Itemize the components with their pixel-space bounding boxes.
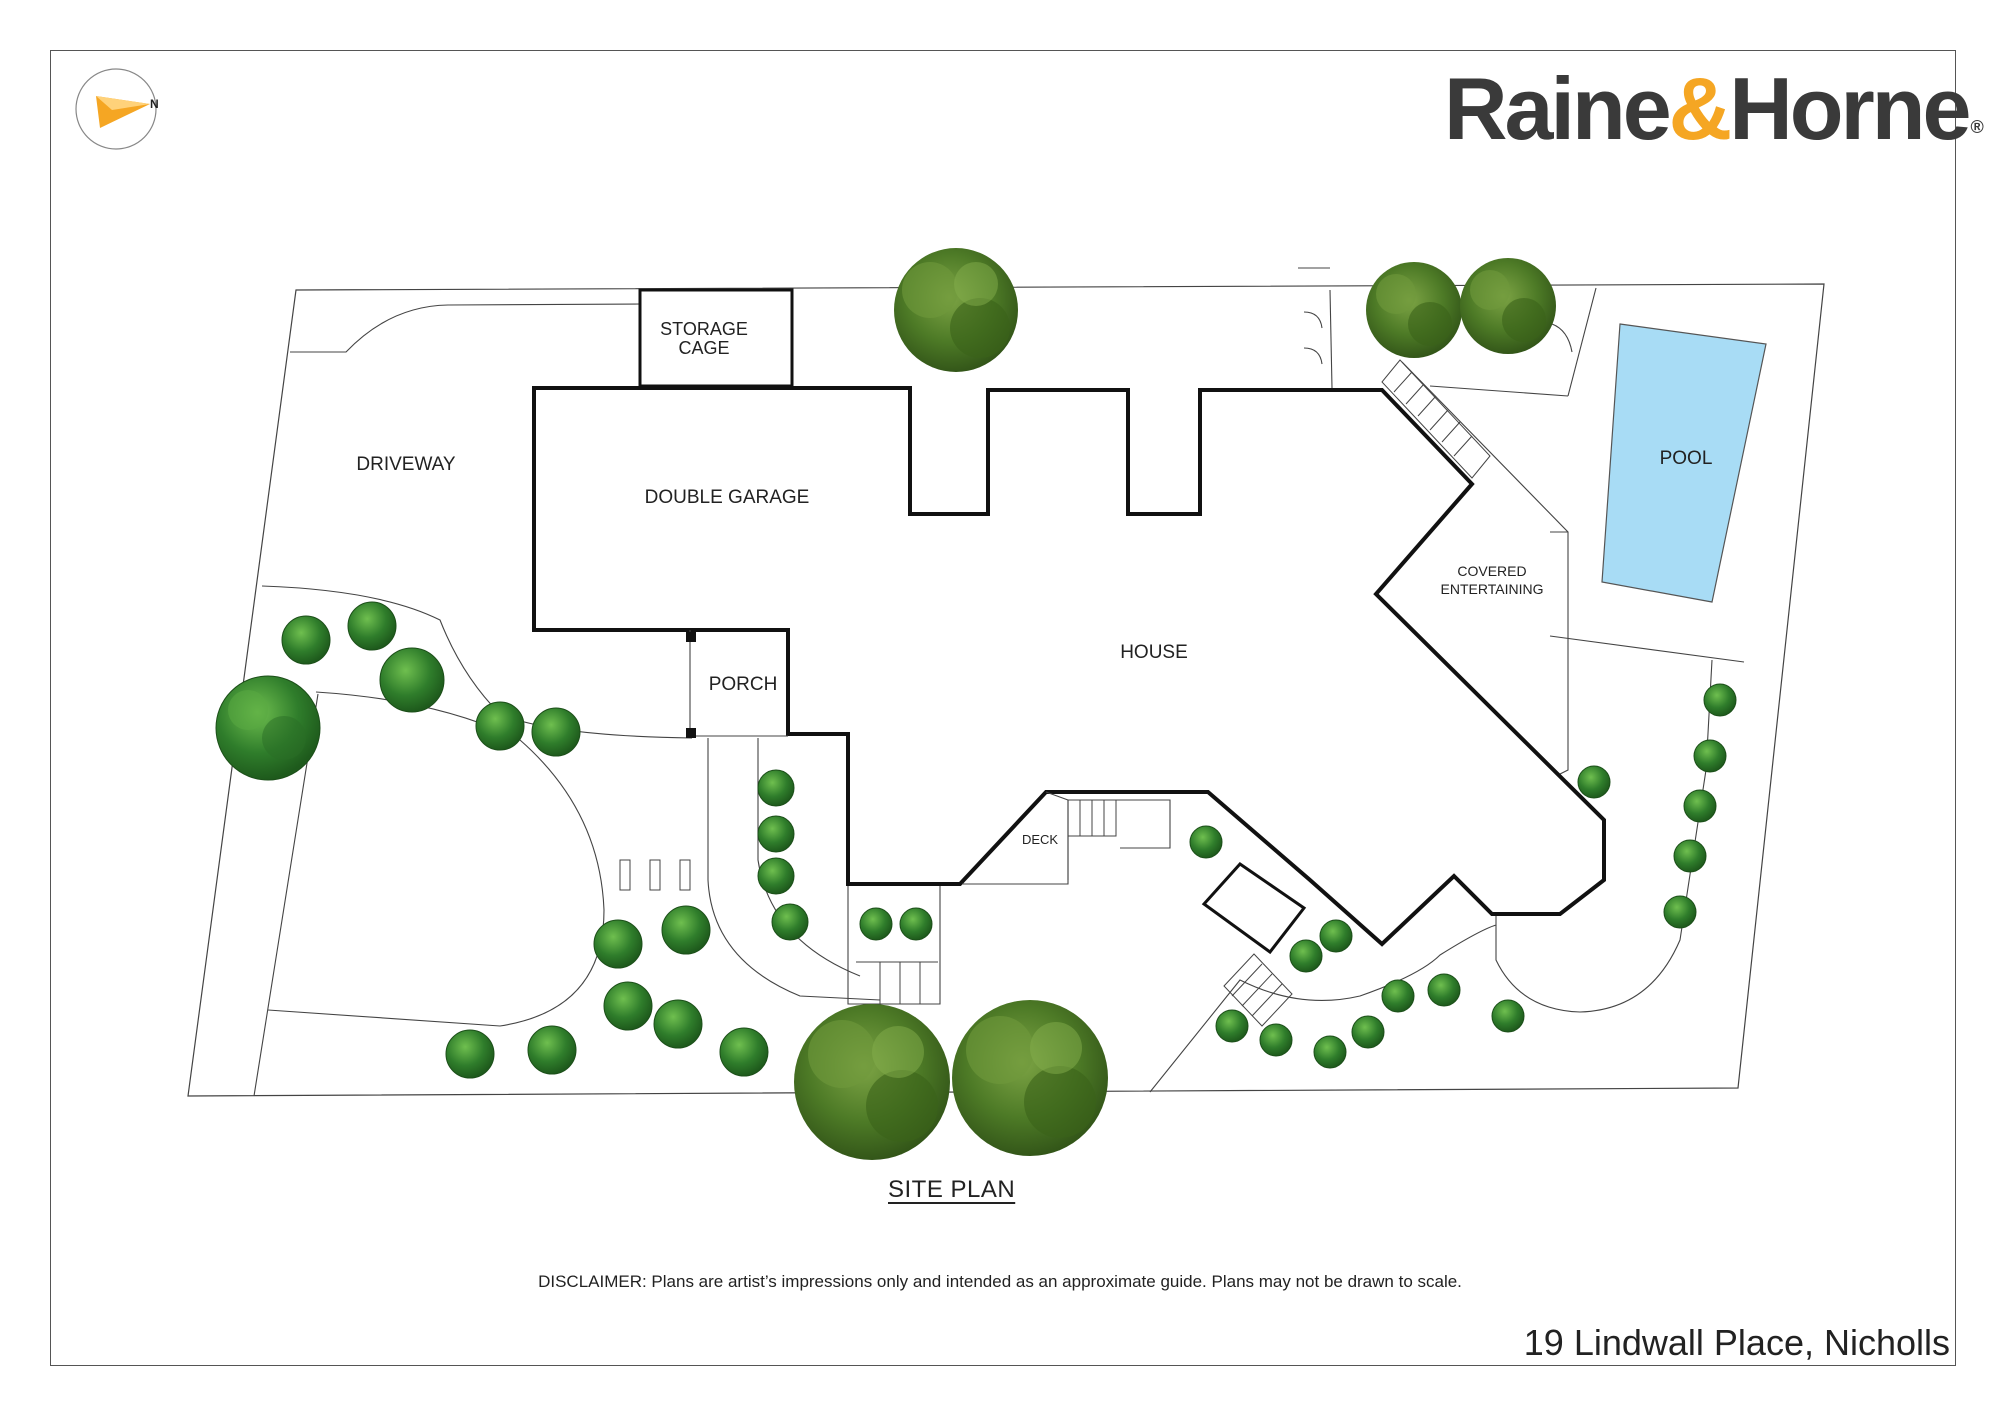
shrub — [1703, 683, 1737, 717]
garden-box — [1201, 862, 1307, 955]
shrub — [1663, 895, 1697, 929]
shrub — [1491, 999, 1525, 1033]
shrubs — [281, 601, 1737, 1079]
shrub — [1351, 1015, 1385, 1049]
shrub — [347, 601, 397, 651]
shrub — [859, 907, 893, 941]
storage-label-2: CAGE — [678, 338, 729, 358]
tree — [894, 248, 1018, 372]
tree — [794, 1004, 950, 1160]
shrub — [593, 919, 643, 969]
house-label: HOUSE — [1120, 642, 1188, 663]
shrub — [445, 1029, 495, 1079]
shrub — [1577, 765, 1611, 799]
shrub — [653, 999, 703, 1049]
shrub — [1189, 825, 1223, 859]
tree — [1460, 258, 1556, 354]
shrub — [771, 903, 809, 941]
tree — [215, 675, 321, 781]
trees — [215, 248, 1556, 1160]
north-arrow-icon: N — [75, 68, 159, 150]
shrub — [379, 647, 445, 713]
deck — [962, 791, 1069, 885]
parking-markers — [619, 859, 691, 891]
shrub — [1319, 919, 1353, 953]
covered-label-1: COVERED — [1457, 563, 1526, 579]
tree — [952, 1000, 1108, 1156]
brand-logo: Raine&Horne® — [1444, 59, 1984, 158]
shrub — [757, 857, 795, 895]
porch-label: PORCH — [709, 674, 778, 695]
shrub — [475, 701, 525, 751]
compass-north-label: N — [150, 97, 159, 111]
property-address: 19 Lindwall Place, Nicholls — [1523, 1322, 1950, 1363]
shrub — [661, 905, 711, 955]
disclaimer-text: DISCLAIMER: Plans are artist’s impressio… — [538, 1272, 1462, 1291]
plan-title: SITE PLAN — [888, 1176, 1016, 1203]
storage-label-1: STORAGE — [660, 319, 748, 339]
site-boundary — [187, 283, 1825, 1097]
door-swing-lines — [1303, 311, 1573, 365]
shrub — [1289, 939, 1323, 973]
shrub — [527, 1025, 577, 1075]
porch — [686, 630, 788, 738]
storage-cage — [638, 288, 794, 388]
pool — [1601, 323, 1767, 603]
driveway-label: DRIVEWAY — [356, 454, 456, 475]
shrub — [1683, 789, 1717, 823]
shrub — [531, 707, 581, 757]
shrub — [757, 769, 795, 807]
garage-label: DOUBLE GARAGE — [645, 487, 810, 508]
shrub — [1673, 839, 1707, 873]
stairs — [856, 359, 1491, 1027]
shrub — [1215, 1009, 1249, 1043]
page-frame — [50, 50, 1956, 1366]
shrub — [1381, 979, 1415, 1013]
shrub — [603, 981, 653, 1031]
shrub — [281, 615, 331, 665]
house-walls — [532, 386, 1606, 947]
pool-label: POOL — [1660, 448, 1713, 469]
shrub — [1693, 739, 1727, 773]
room-labels: STORAGE CAGE DRIVEWAY DOUBLE GARAGE HOUS… — [356, 319, 1712, 847]
shrub — [719, 1027, 769, 1077]
shrub — [1313, 1035, 1347, 1069]
shrub — [757, 815, 795, 853]
covered-label-2: ENTERTAINING — [1441, 581, 1544, 597]
shrub — [1259, 1023, 1293, 1057]
deck-label: DECK — [1022, 832, 1058, 847]
tree — [1366, 262, 1462, 358]
shrub — [1427, 973, 1461, 1007]
shrub — [899, 907, 933, 941]
